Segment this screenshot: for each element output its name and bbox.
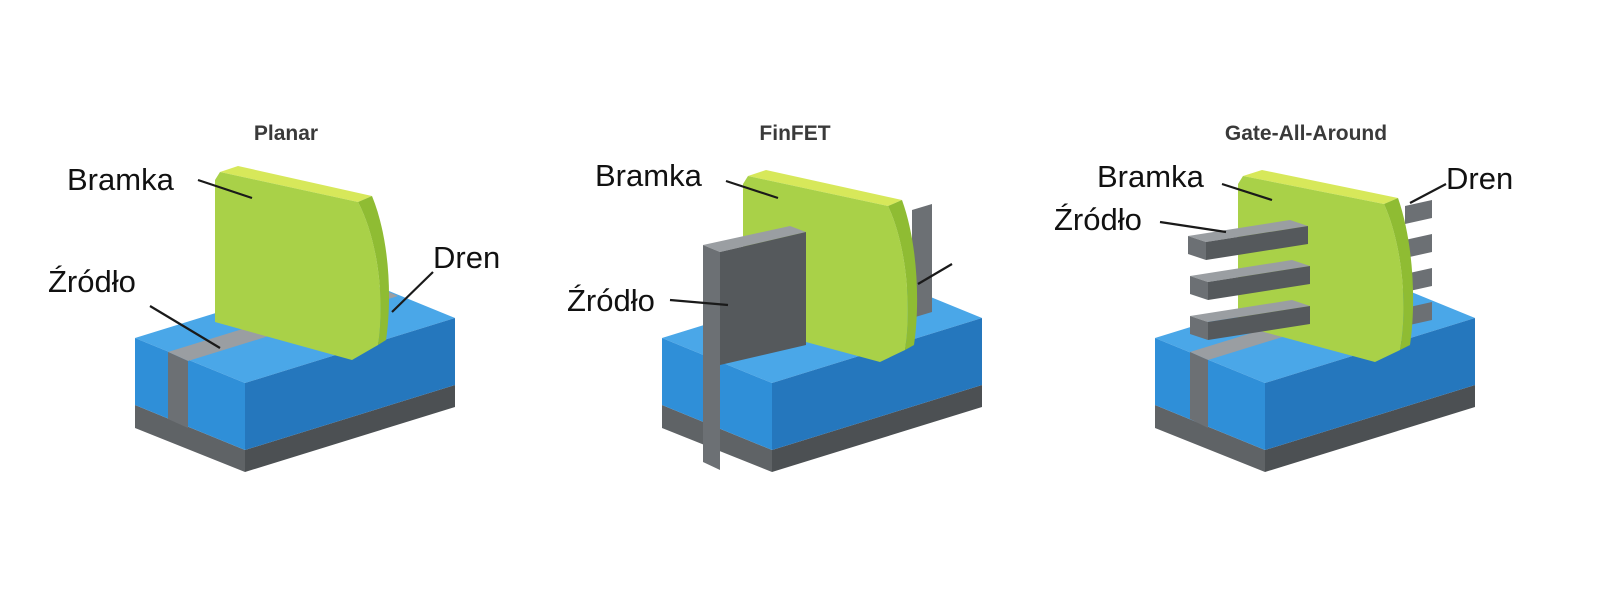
finfet-gate-label: Bramka — [595, 158, 703, 193]
planar-gate-side — [358, 196, 390, 345]
gaa-source-leader — [1159, 220, 1227, 234]
gaa-substrate-front — [1155, 405, 1265, 472]
finfet-source-fin-top — [703, 226, 806, 252]
finfet-oxide-side — [772, 318, 982, 450]
finfet-diagram: FinFET Bramka Źródło — [567, 122, 982, 472]
planar-diagram: Planar Bramka Źródło Dren — [48, 122, 500, 472]
gaa-gate-side — [1384, 198, 1414, 350]
gaa-gate-leader — [1221, 182, 1273, 202]
finfet-gate-side — [888, 200, 918, 350]
gaa-source-sheet-2-front — [1190, 276, 1208, 300]
gaa-source-sheet-3-side — [1208, 306, 1310, 340]
planar-title: Planar — [254, 122, 318, 145]
gaa-substrate-side — [1265, 385, 1475, 472]
gaa-source-sheet-1-side — [1206, 226, 1308, 260]
planar-substrate-front — [135, 405, 245, 472]
planar-gate-top — [220, 166, 372, 202]
planar-oxide-side — [245, 318, 455, 450]
planar-channel-front — [168, 352, 188, 428]
gaa-source-sheet-3-front — [1190, 316, 1208, 340]
gaa-source-sheet-2-side — [1208, 266, 1310, 300]
gaa-drain-leader — [1409, 183, 1447, 204]
gaa-gate-label: Bramka — [1097, 159, 1205, 194]
planar-drain-label: Dren — [433, 240, 500, 275]
gaa-title: Gate-All-Around — [1225, 122, 1387, 145]
gaa-source-label: Źródło — [1054, 202, 1142, 237]
planar-substrate-side — [245, 385, 455, 472]
gaa-source-sheet-2-top — [1190, 260, 1310, 282]
planar-drain-leader — [391, 271, 434, 313]
gaa-drain-sheet-1 — [1405, 200, 1432, 224]
gaa-oxide-side — [1265, 318, 1475, 450]
gaa-channel-front — [1190, 352, 1208, 428]
finfet-gate-leader — [725, 179, 779, 200]
finfet-drain-fin — [912, 204, 932, 318]
finfet-source-label: Źródło — [567, 283, 655, 318]
finfet-substrate-side — [772, 385, 982, 472]
planar-gate-leader — [197, 178, 253, 200]
planar-oxide-front — [135, 338, 245, 450]
finfet-source-leader — [669, 298, 729, 307]
gaa-source-sheet-1-front — [1188, 236, 1206, 260]
planar-gate-front — [215, 172, 381, 360]
gaa-drain-sheet-2 — [1405, 234, 1432, 258]
planar-source-leader — [149, 305, 221, 349]
finfet-title: FinFET — [759, 122, 830, 145]
gaa-oxide-front — [1155, 338, 1265, 450]
planar-source-label: Źródło — [48, 264, 136, 299]
finfet-source-fin-side — [720, 232, 806, 365]
finfet-drain-leader — [917, 263, 953, 285]
finfet-source-fin-front — [703, 245, 720, 470]
gaa-diagram: Gate-All-Around Bramka Źródło — [1054, 122, 1513, 472]
finfet-gate-top — [748, 170, 902, 206]
gaa-source-sheet-1-top — [1188, 220, 1308, 242]
gaa-source-sheet-3-top — [1190, 300, 1310, 322]
planar-gate-label: Bramka — [67, 162, 175, 197]
gaa-drain-label: Dren — [1446, 161, 1513, 196]
gaa-gate-top — [1243, 170, 1398, 204]
